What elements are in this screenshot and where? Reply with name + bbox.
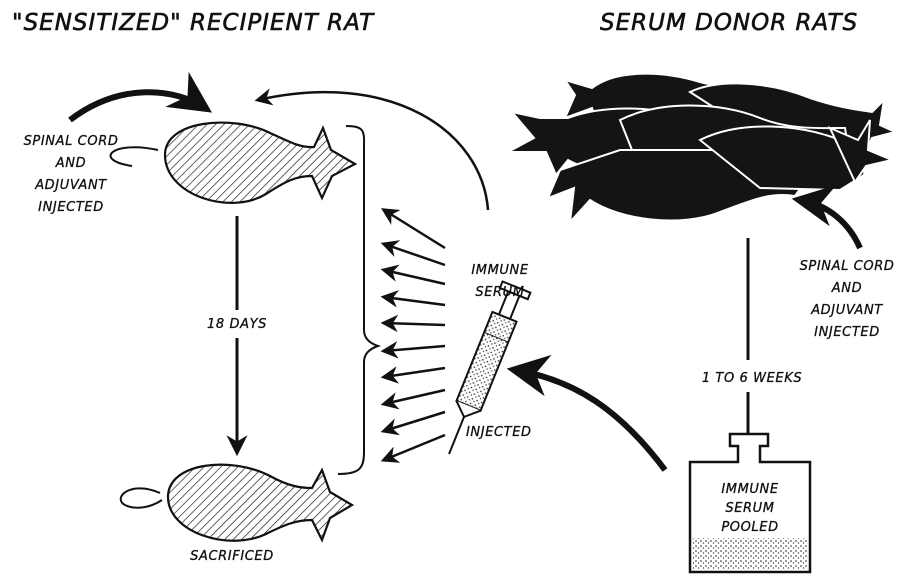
recipient-rat-top bbox=[111, 123, 355, 203]
donor-title: SERUM DONOR RATS bbox=[600, 12, 858, 35]
recipient-rat-bottom bbox=[121, 465, 352, 541]
serum-arrow-fan bbox=[384, 210, 445, 460]
donor-rats-pile bbox=[508, 74, 895, 222]
brace bbox=[338, 126, 378, 474]
arrow-injection-right bbox=[800, 200, 860, 248]
syringe-injected-label: INJECTED bbox=[466, 426, 532, 439]
serum-label: IMMUNE SERUM bbox=[458, 260, 542, 304]
arrow-injection-left bbox=[70, 92, 205, 120]
outcome-label: SACRIFICED bbox=[190, 550, 274, 563]
recipient-title: "SENSITIZED" RECIPIENT RAT bbox=[12, 12, 374, 35]
recipient-injection-label: SPINAL CORD AND ADJUVANT INJECTED bbox=[4, 131, 138, 219]
interval-donors-label: 1 TO 6 WEEKS bbox=[698, 372, 806, 385]
interval-recipient-label: 18 DAYS bbox=[203, 318, 271, 331]
donor-injection-label: SPINAL CORD AND ADJUVANT INJECTED bbox=[780, 256, 914, 344]
pooled-label: IMMUNE SERUM POOLED bbox=[694, 480, 806, 537]
arrow-pooled-to-syringe bbox=[515, 370, 665, 470]
